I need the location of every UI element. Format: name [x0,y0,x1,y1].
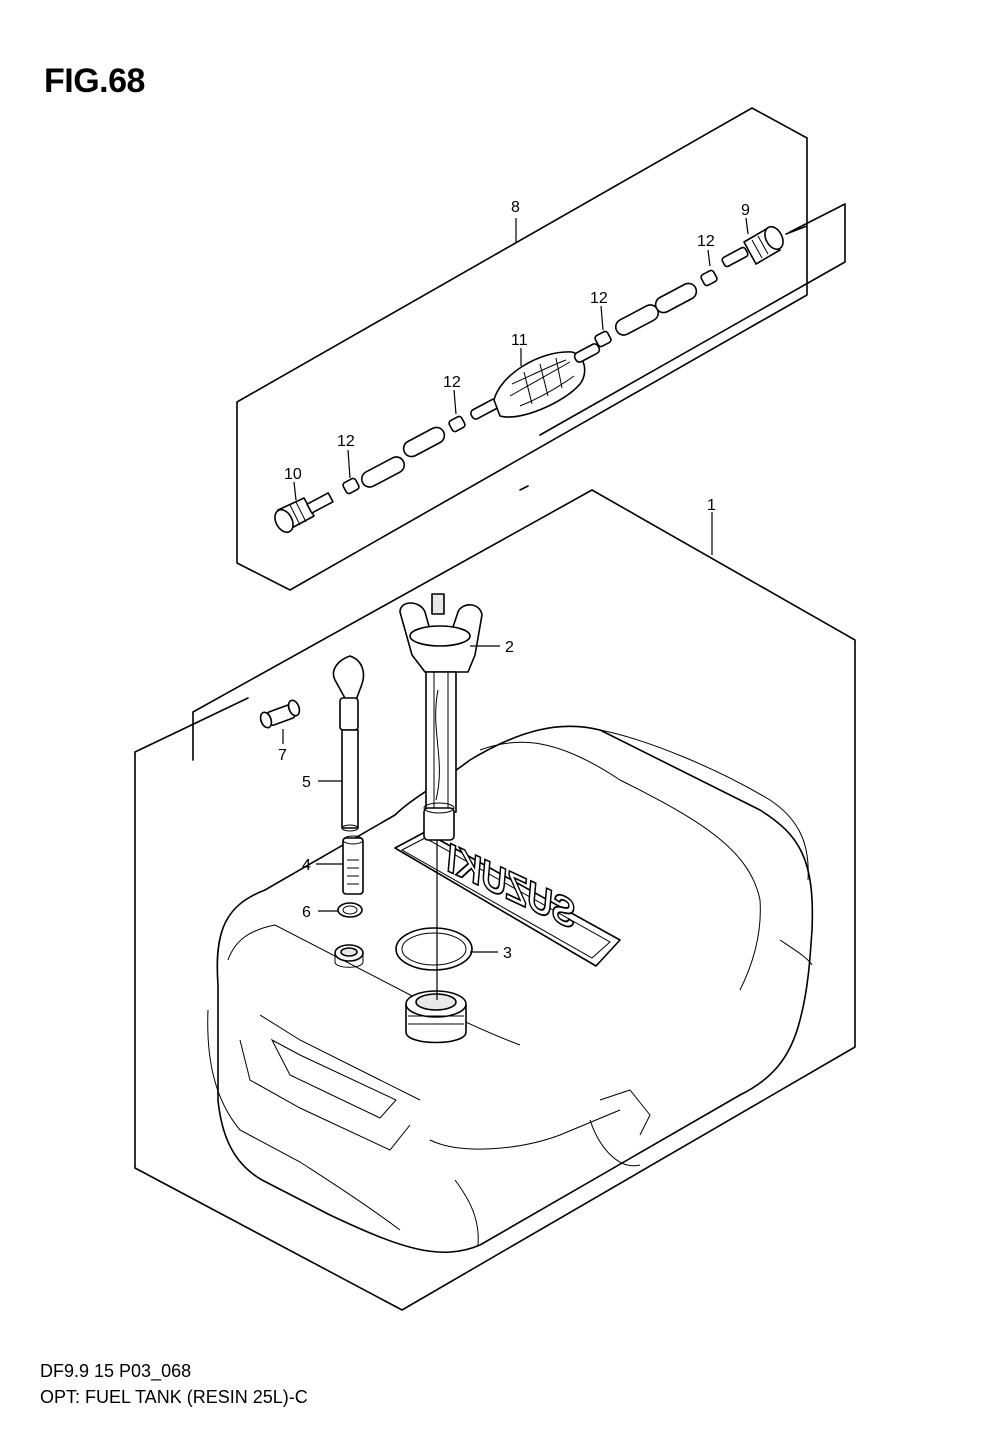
part-12-clip-c [594,330,612,348]
hose-segment-right-2 [654,282,698,314]
part-12-clip-d [700,269,718,287]
part-12-clip-a [342,477,360,495]
part-7-fitting [259,699,301,729]
callout-10: 10 [284,466,302,483]
part-6-oring [337,902,363,918]
leader-lines [282,217,749,953]
callout-11: 11 [511,332,528,349]
part-9-connector [721,225,784,268]
callout-1: 1 [707,497,716,514]
callout-12-b: 12 [590,290,608,307]
callout-8: 8 [511,199,520,216]
callout-7: 7 [278,747,287,764]
callout-4: 4 [302,857,311,874]
figure-description: OPT: FUEL TANK (RESIN 25L)-C [40,1387,308,1407]
part-3-gasket [395,927,473,971]
part-12-clip-b [448,415,466,433]
callout-12-a: 12 [697,233,715,250]
part-2-gauge [399,593,483,841]
callout-12-d: 12 [337,433,355,450]
callout-3: 3 [503,945,512,962]
hose-assembly-outline [236,107,846,591]
fuel-tank-body [207,725,814,1254]
part-5-pickup-tube [332,655,365,832]
callout-5: 5 [302,774,311,791]
tank-filler-neck [405,990,467,1044]
callout-6: 6 [302,904,311,921]
hose-segment-left-1 [360,456,406,488]
part-11-primer-bulb [470,343,601,420]
part-4-filter [342,835,364,895]
hose-segment-right-1 [614,304,660,336]
part-10-connector [274,492,334,534]
figure-title: FIG.68 [44,62,145,100]
tank-assembly-outline [134,489,856,1311]
callout-2: 2 [505,639,514,656]
hose-segment-left-2 [402,426,446,458]
callout-9: 9 [741,202,750,219]
figure-code: DF9.9 15 P03_068 [40,1361,192,1381]
callout-12-c: 12 [443,374,461,391]
tank-outlet-boss [334,944,364,968]
